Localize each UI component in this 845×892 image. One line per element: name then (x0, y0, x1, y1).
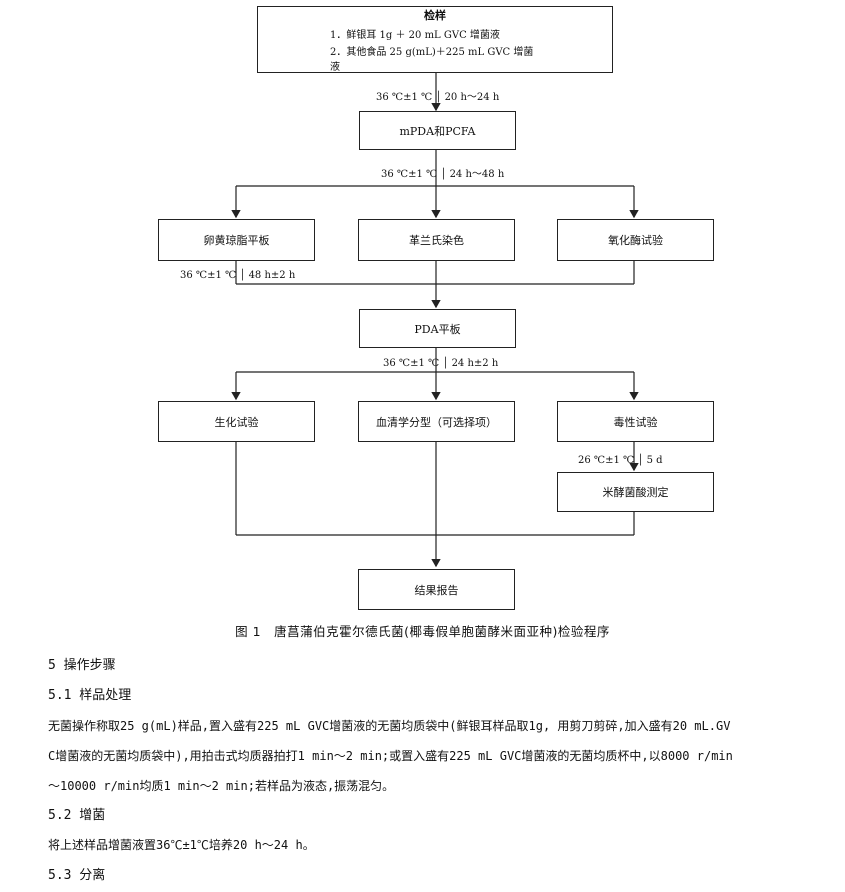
box-sample: 检样 1．鲜银耳 1g ＋ 20 mL GVC 增菌液 2．其他食品 25 g(… (257, 6, 613, 73)
box-serology: 血清学分型（可选择项） (358, 401, 515, 442)
heading-5-1: 5.1 样品处理 (48, 688, 132, 703)
condition-2: 36 ℃±1 ℃ │ 24 h～48 h (381, 169, 505, 180)
heading-5-3: 5.3 分离 (48, 868, 106, 883)
box-oxidase: 氧化酶试验 (557, 219, 714, 261)
paragraph-5-2: 将上述样品增菌液置36℃±1℃培养20 h～24 h。 (48, 838, 315, 852)
sample-line-2: 2．其他食品 25 g(mL)＋225 mL GVC 增菌液 (330, 46, 534, 73)
heading-5: 5 操作步骤 (48, 658, 116, 673)
condition-3: 36 ℃±1 ℃ │ 48 h±2 h (180, 270, 296, 281)
box-egg-yolk: 卵黄琼脂平板 (158, 219, 315, 261)
box-biochem: 生化试验 (158, 401, 315, 442)
heading-5-2: 5.2 增菌 (48, 808, 106, 823)
paragraph-5-1-line-1: 无菌操作称取25 g(mL)样品,置入盛有225 mL GVC增菌液的无菌均质袋… (48, 719, 731, 733)
condition-4: 36 ℃±1 ℃ │ 24 h±2 h (383, 358, 499, 369)
condition-1: 36 ℃±1 ℃ │ 20 h～24 h (376, 92, 500, 103)
flow-connectors (231, 73, 639, 568)
sample-line-1: 1．鲜银耳 1g ＋ 20 mL GVC 增菌液 (330, 29, 500, 41)
paragraph-5-1-line-3: ～10000 r/min均质1 min～2 min;若样品为液态,振荡混匀。 (48, 779, 395, 793)
box-mpda: mPDA和PCFA (359, 111, 516, 150)
box-gram: 革兰氏染色 (358, 219, 515, 261)
sample-title: 检样 (424, 8, 446, 22)
box-bongkrekic: 米酵菌酸测定 (557, 472, 714, 512)
flowchart: 检样 1．鲜银耳 1g ＋ 20 mL GVC 增菌液 2．其他食品 25 g(… (158, 6, 714, 610)
condition-5: 26 ℃±1 ℃ │ 5 d (578, 455, 663, 466)
box-pda: PDA平板 (359, 309, 516, 348)
paragraph-5-1-line-2: C增菌液的无菌均质袋中),用拍击式均质器拍打1 min～2 min;或置入盛有2… (48, 749, 733, 763)
box-report: 结果报告 (358, 569, 515, 610)
figure-caption: 图 1 唐菖蒲伯克霍尔德氏菌(椰毒假单胞菌酵米面亚种)检验程序 (235, 624, 610, 639)
box-toxicity: 毒性试验 (557, 401, 714, 442)
